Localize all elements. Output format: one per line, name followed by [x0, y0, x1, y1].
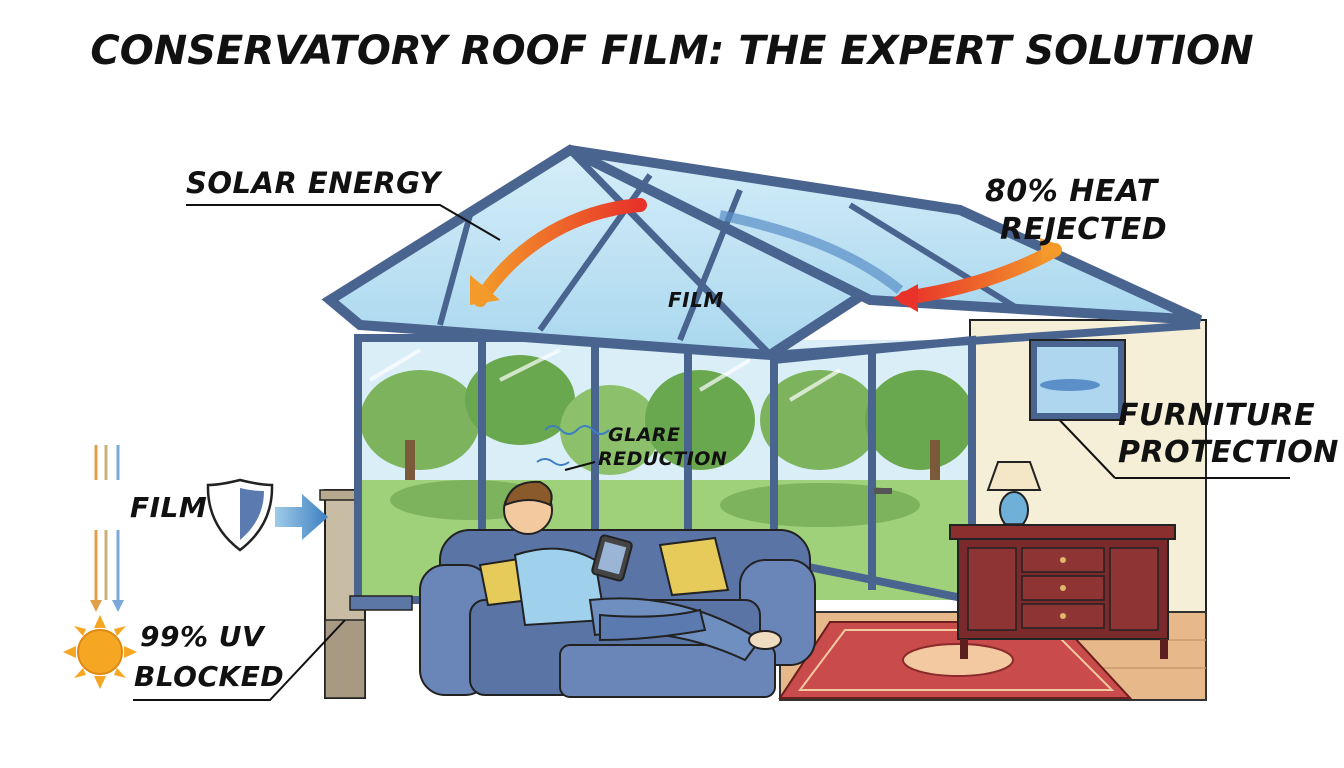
tablet-icon [591, 534, 633, 582]
label-furniture-line1: FURNITURE [1118, 398, 1316, 433]
wall-painting [1029, 339, 1126, 421]
label-film-roof: FILM [668, 288, 724, 312]
glass-reflections [368, 348, 842, 402]
door-handle [874, 488, 892, 494]
sun-icon [63, 615, 137, 689]
label-uv-line2: BLOCKED [134, 660, 285, 693]
label-furniture-line2: PROTECTION [1118, 435, 1339, 470]
window-sill [349, 595, 413, 611]
reflected-blue-arrow [718, 210, 904, 294]
label-glare-line2: REDUCTION [598, 448, 728, 470]
glare-squiggle [536, 425, 610, 466]
heat-arrow-right [893, 238, 1062, 312]
person-reading [503, 480, 782, 662]
label-heat-rejected-line1: 80% HEAT [985, 174, 1158, 209]
leader-lines [133, 204, 1290, 701]
heat-arrow-left [470, 198, 647, 307]
label-film-left: FILM [130, 491, 208, 524]
roof-glass [321, 144, 1203, 361]
shield-icon [206, 478, 274, 552]
sideboard-cabinet [949, 524, 1176, 659]
label-heat-rejected-line2: REJECTED [1000, 212, 1168, 247]
uv-rays [90, 445, 124, 612]
label-uv-line1: 99% UV [140, 620, 265, 653]
page-title: CONSERVATORY ROOF FILM: THE EXPERT SOLUT… [90, 28, 1254, 74]
arrow-right-icon [275, 494, 328, 540]
label-glare-line1: GLARE [608, 424, 681, 446]
label-solar-energy: SOLAR ENERGY [186, 166, 441, 200]
